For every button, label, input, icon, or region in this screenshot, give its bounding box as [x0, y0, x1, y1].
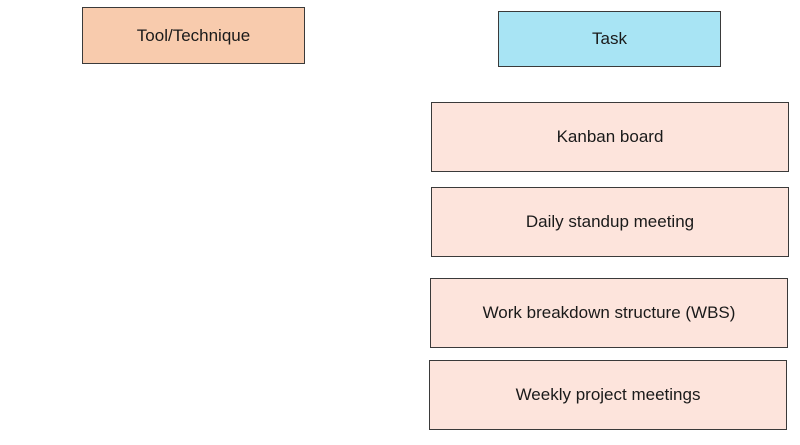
tool-technique-header: Tool/Technique — [82, 7, 305, 64]
task-card-kanban-board[interactable]: Kanban board — [431, 102, 789, 172]
task-card-label: Kanban board — [556, 127, 664, 146]
tool-technique-header-label: Tool/Technique — [136, 25, 251, 45]
task-card-work-breakdown-structure[interactable]: Work breakdown structure (WBS) — [430, 278, 788, 348]
task-card-weekly-project-meetings[interactable]: Weekly project meetings — [429, 360, 787, 430]
task-header-label: Task — [592, 29, 627, 48]
task-card-label: Work breakdown structure (WBS) — [482, 303, 736, 322]
task-card-label: Daily standup meeting — [525, 212, 695, 231]
task-card-label: Weekly project meetings — [515, 385, 701, 404]
task-header: Task — [498, 11, 721, 67]
task-card-daily-standup-meeting[interactable]: Daily standup meeting — [431, 187, 789, 257]
